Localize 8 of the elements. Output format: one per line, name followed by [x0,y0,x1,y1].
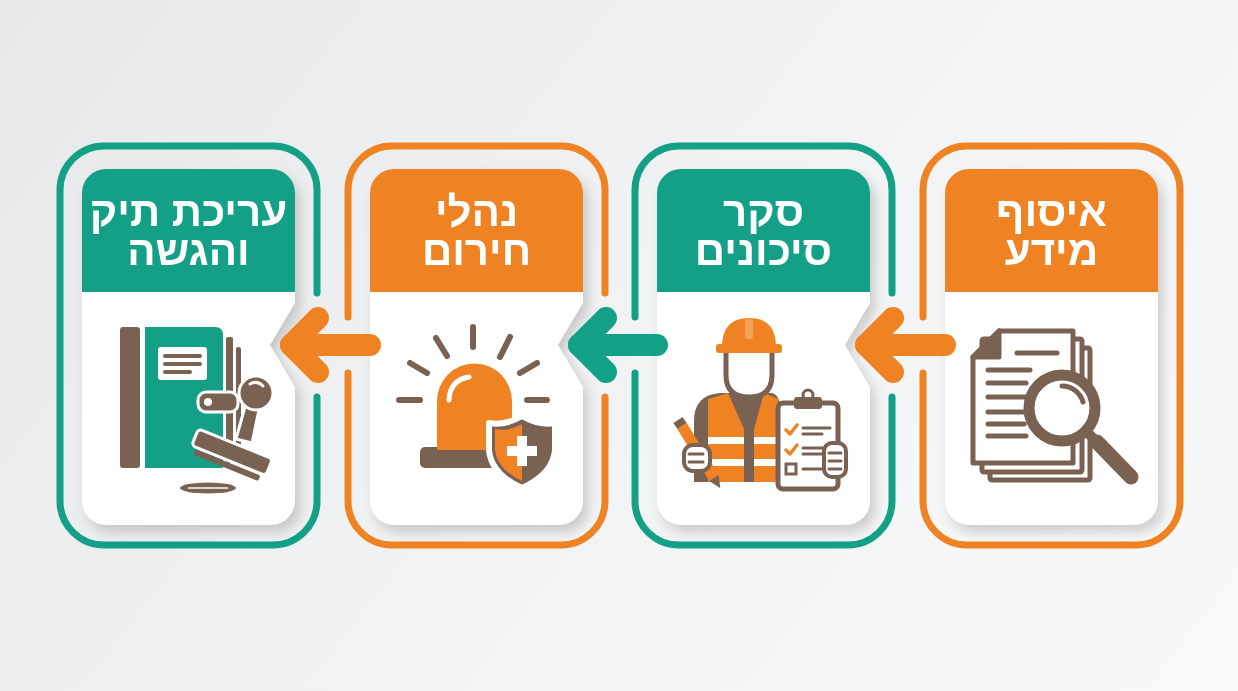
card-header: עריכת תיק והגשה [82,169,295,292]
card-header: נהלי חירום [370,169,583,292]
card-header: סקר סיכונים [657,169,870,292]
step-card [657,169,870,525]
step-card [945,169,1158,525]
step-card [82,169,295,525]
step-card [370,169,583,525]
card-header: איסוף מידע [945,169,1158,292]
